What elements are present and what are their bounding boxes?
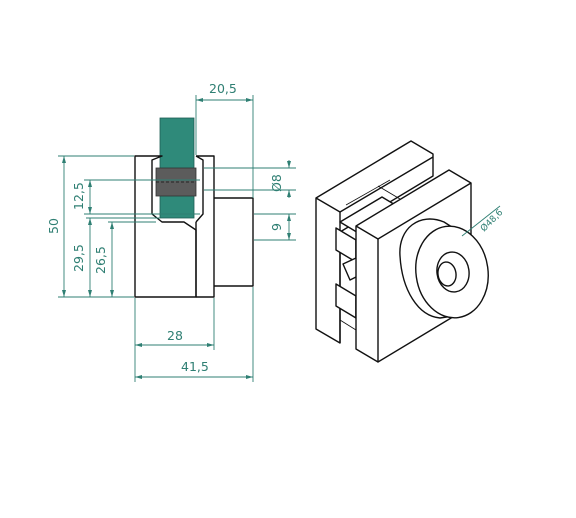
dim-body-width: 28	[167, 328, 183, 343]
dim-overall-width: 41,5	[181, 359, 209, 374]
dim-hole-diameter: Ø8	[269, 174, 284, 192]
front-knob	[214, 197, 254, 287]
dim-top-width: 20,5	[209, 81, 237, 96]
dim-lower-height-b: 26,5	[93, 246, 108, 274]
right-jaw	[195, 155, 215, 298]
iso-knob	[399, 218, 489, 319]
dim-iso-diameter: Ø48,6	[478, 207, 505, 234]
dim-knob-offset: 9	[269, 223, 284, 231]
dim-slot-height: 12,5	[71, 182, 86, 210]
dim-overall-height: 50	[46, 218, 61, 234]
isometric-view: Ø48,6	[315, 140, 505, 363]
dim-lower-height-a: 29,5	[71, 244, 86, 272]
dimensions: 20,5 50 12,5 29,5 26,5 Ø8	[46, 81, 296, 382]
front-view	[134, 117, 254, 298]
left-jaw	[134, 155, 197, 298]
